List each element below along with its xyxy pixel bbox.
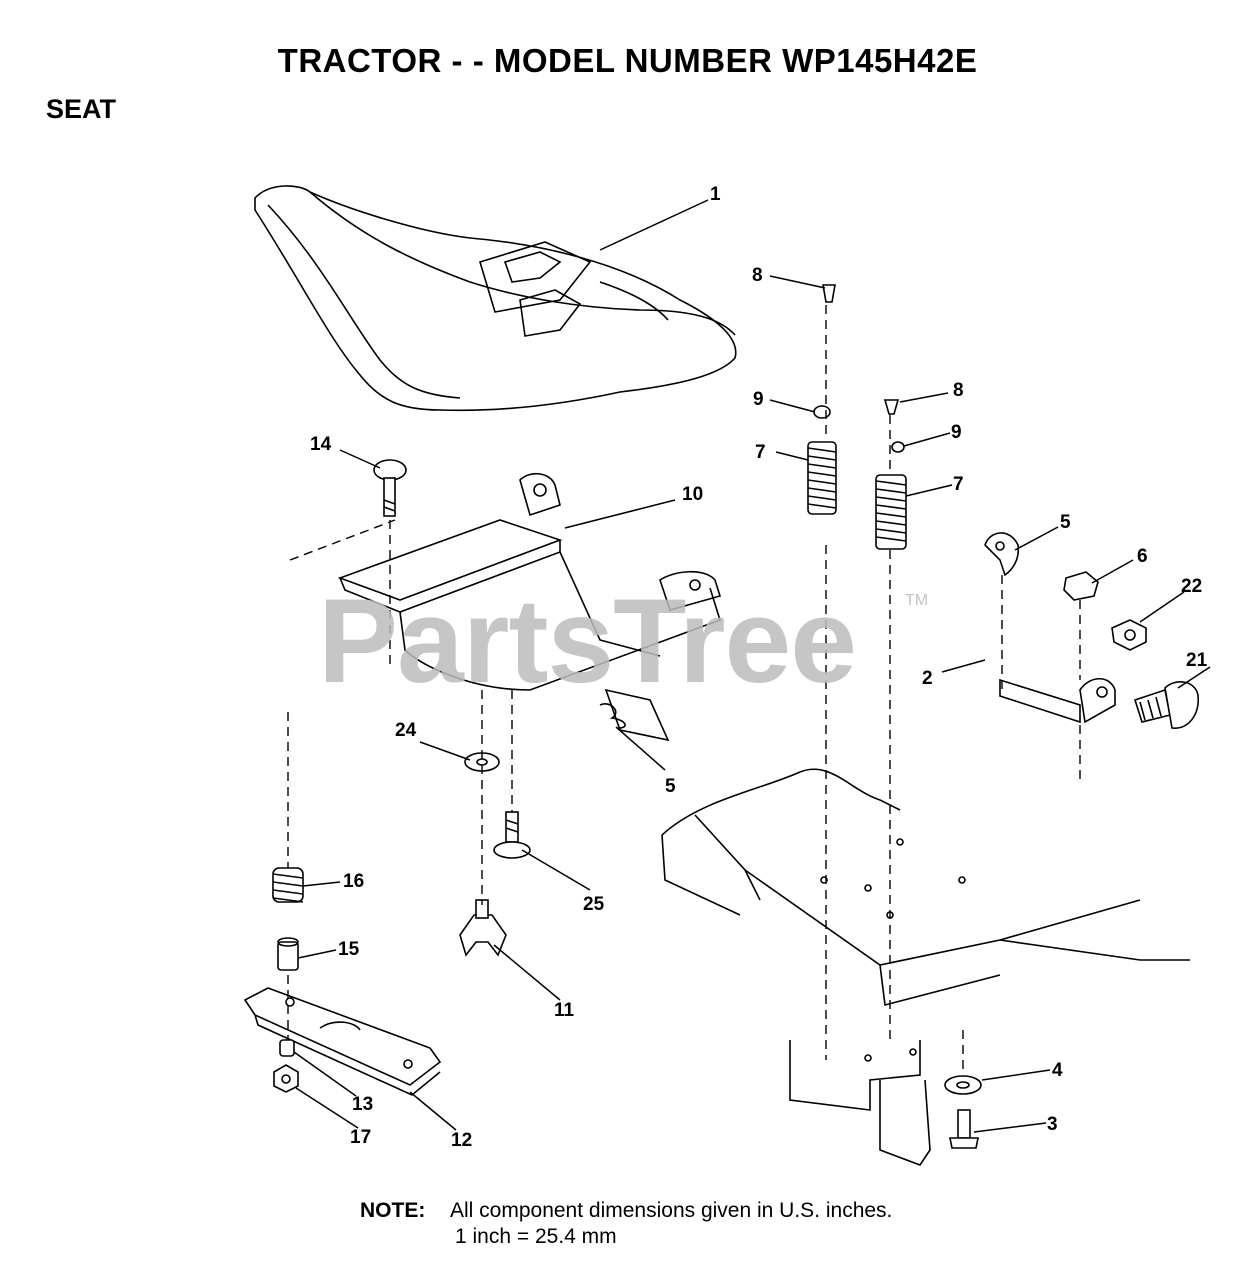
bolt-part[interactable] bbox=[949, 1109, 979, 1149]
compression-spring-part[interactable] bbox=[272, 867, 304, 903]
section-title: SEAT bbox=[46, 94, 117, 124]
latch-clip-left-part[interactable] bbox=[599, 688, 670, 742]
callout-2: 2 bbox=[922, 668, 933, 689]
note-line-2: 1 inch = 25.4 mm bbox=[455, 1225, 617, 1248]
seat-part[interactable] bbox=[254, 185, 737, 412]
seat-bracket-part[interactable] bbox=[337, 472, 722, 691]
watermark: PartsTree bbox=[318, 574, 857, 708]
latch-clip-right-part[interactable] bbox=[984, 532, 1020, 577]
callout-24: 24 bbox=[395, 720, 417, 741]
callout-9-left: 9 bbox=[753, 389, 764, 410]
spacer-part[interactable] bbox=[277, 937, 299, 971]
callout-1: 1 bbox=[710, 184, 721, 205]
callout-16: 16 bbox=[343, 871, 364, 892]
spring-assembly-right-part[interactable] bbox=[875, 399, 907, 550]
callout-6: 6 bbox=[1137, 546, 1148, 567]
page-title: TRACTOR - - MODEL NUMBER WP145H42E bbox=[277, 42, 978, 79]
callout-10: 10 bbox=[682, 484, 703, 505]
callout-14: 14 bbox=[310, 434, 332, 455]
callout-5-left: 5 bbox=[665, 776, 676, 797]
callout-8-right: 8 bbox=[953, 380, 964, 401]
mounting-bracket-part[interactable] bbox=[999, 677, 1116, 724]
callout-11: 11 bbox=[554, 1000, 575, 1021]
callout-12: 12 bbox=[451, 1130, 472, 1151]
seat-plate-part[interactable] bbox=[243, 987, 442, 1096]
washer-part[interactable] bbox=[944, 1075, 982, 1095]
carriage-bolt-part[interactable] bbox=[373, 459, 407, 517]
note-line-1: All component dimensions given in U.S. i… bbox=[450, 1199, 893, 1222]
pin-part[interactable] bbox=[279, 1039, 295, 1057]
callout-15: 15 bbox=[338, 939, 360, 960]
callout-3: 3 bbox=[1047, 1114, 1058, 1135]
callout-9-right: 9 bbox=[951, 422, 962, 443]
callout-13: 13 bbox=[352, 1094, 373, 1115]
trademark-mark: TM bbox=[905, 592, 929, 609]
callout-21: 21 bbox=[1186, 650, 1208, 671]
callout-5-right: 5 bbox=[1060, 512, 1071, 533]
tractor-frame-part bbox=[661, 768, 1190, 1166]
callout-labels: 1 2 3 4 5 5 6 7 7 8 8 9 9 10 11 12 13 14… bbox=[310, 184, 1208, 1151]
callout-7-right: 7 bbox=[953, 474, 964, 495]
hex-nut-part[interactable] bbox=[273, 1064, 299, 1093]
note-label: NOTE: bbox=[360, 1199, 426, 1222]
callout-25: 25 bbox=[583, 894, 605, 915]
callout-8-left: 8 bbox=[752, 265, 763, 286]
dimension-note: NOTE: All component dimensions given in U… bbox=[360, 1198, 892, 1250]
callout-7-left: 7 bbox=[755, 442, 766, 463]
callout-17: 17 bbox=[350, 1127, 371, 1148]
assembly-guide-lines bbox=[287, 305, 1081, 1075]
adjustment-knob-part[interactable] bbox=[459, 899, 507, 957]
callout-4: 4 bbox=[1052, 1060, 1063, 1081]
nut-part[interactable] bbox=[1063, 571, 1099, 601]
shoulder-bolt-part[interactable] bbox=[493, 811, 531, 859]
callout-22: 22 bbox=[1181, 576, 1202, 597]
spring-assembly-left-part[interactable] bbox=[807, 284, 837, 515]
knob-bolt-part[interactable] bbox=[1133, 681, 1199, 729]
callout-leaders bbox=[293, 199, 1211, 1133]
locknut-part[interactable] bbox=[1111, 619, 1147, 651]
